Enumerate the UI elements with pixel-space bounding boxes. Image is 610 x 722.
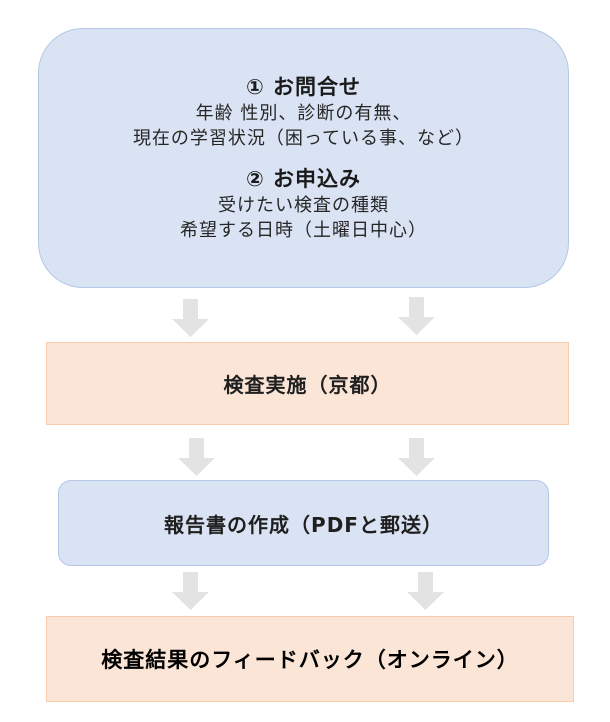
down-arrow-icon xyxy=(398,297,435,335)
inquiry-detail-line: 現在の学習状況（困っている事、など） xyxy=(132,128,475,149)
inquiry-detail-line: 年齢 性別、診断の有無、 xyxy=(195,103,412,124)
step-inquiry-application-box: ① お問合せ 年齢 性別、診断の有無、 現在の学習状況（困っている事、など） ②… xyxy=(38,28,569,288)
down-arrow-icon xyxy=(178,438,215,476)
inquiry-section: ① お問合せ 年齢 性別、診断の有無、 現在の学習状況（困っている事、など） xyxy=(133,73,474,151)
application-section: ② お申込み 受けたい検査の種類 希望する日時（土曜日中心） xyxy=(180,165,427,243)
feedback-title: 検査結果のフィードバック（オンライン） xyxy=(101,648,519,672)
testing-title: 検査実施（京都） xyxy=(223,373,392,397)
down-arrow-icon xyxy=(172,572,209,610)
application-heading: ② お申込み xyxy=(245,167,362,191)
step-feedback-box: 検査結果のフィードバック（オンライン） xyxy=(46,616,574,702)
down-arrow-icon xyxy=(172,299,209,337)
inquiry-heading: ① お問合せ xyxy=(245,75,362,99)
down-arrow-icon xyxy=(398,438,435,476)
down-arrow-icon xyxy=(407,572,444,610)
step-report-box: 報告書の作成（PDFと郵送） xyxy=(58,480,549,566)
application-detail-line: 希望する日時（土曜日中心） xyxy=(180,220,427,241)
step-testing-box: 検査実施（京都） xyxy=(46,342,569,425)
application-detail-line: 受けたい検査の種類 xyxy=(218,195,389,216)
report-title: 報告書の作成（PDFと郵送） xyxy=(164,512,443,537)
